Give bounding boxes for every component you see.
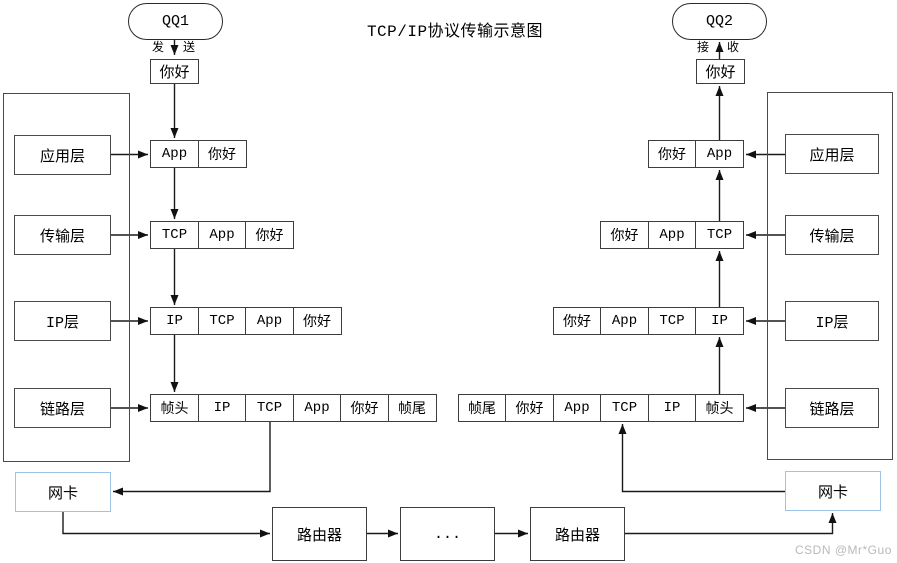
packet-cell: 帧头 bbox=[695, 394, 744, 422]
nic-left: 网卡 bbox=[15, 472, 111, 512]
router-2: 路由器 bbox=[530, 507, 625, 561]
packet-cell: TCP bbox=[600, 394, 649, 422]
packet-row-left-ip: IP TCP App 你好 bbox=[150, 307, 342, 335]
packet-cell: 你好 bbox=[600, 221, 649, 249]
packet-cell: App bbox=[245, 307, 294, 335]
host-frame-right bbox=[767, 92, 893, 460]
layer-transport-right: 传输层 bbox=[785, 215, 879, 255]
packet-cell: IP bbox=[647, 394, 697, 422]
packet-cell: 你好 bbox=[245, 221, 294, 249]
send-label-right: 送 bbox=[183, 41, 196, 55]
receive-label-left: 接 bbox=[697, 41, 710, 55]
packet-cell: 你好 bbox=[647, 140, 697, 168]
layer-link-left: 链路层 bbox=[14, 388, 111, 428]
packet-row-right-tcp: 你好 App TCP bbox=[600, 221, 744, 249]
packet-cell: TCP bbox=[245, 394, 294, 422]
endpoint-qq1: QQ1 bbox=[128, 3, 223, 40]
packet-cell: 你好 bbox=[197, 140, 247, 168]
packet-row-left-app: App 你好 bbox=[150, 140, 247, 168]
endpoint-qq2: QQ2 bbox=[672, 3, 767, 40]
host-frame-left bbox=[3, 93, 130, 462]
packet-row-right-ip: 你好 App TCP IP bbox=[552, 307, 744, 335]
packet-cell: App bbox=[600, 307, 649, 335]
packet-cell: 帧头 bbox=[150, 394, 199, 422]
layer-ip-right: IP层 bbox=[785, 301, 879, 341]
nic-right: 网卡 bbox=[785, 471, 881, 511]
packet-cell: TCP bbox=[695, 221, 744, 249]
diagram-title: TCP/IP协议传输示意图 bbox=[366, 23, 544, 41]
packet-cell: TCP bbox=[197, 307, 247, 335]
packet-cell: App bbox=[292, 394, 342, 422]
packet-cell: IP bbox=[197, 394, 247, 422]
packet-row-right-frame: 帧尾 你好 App TCP IP 帧头 bbox=[457, 394, 744, 422]
router-ellipsis: ... bbox=[400, 507, 495, 561]
layer-application-left: 应用层 bbox=[14, 135, 111, 175]
packet-cell: IP bbox=[150, 307, 199, 335]
packet-cell: 你好 bbox=[340, 394, 389, 422]
layer-link-right: 链路层 bbox=[785, 388, 879, 428]
packet-cell: App bbox=[552, 394, 602, 422]
watermark: CSDN @Mr*Guo bbox=[795, 543, 892, 557]
layer-application-right: 应用层 bbox=[785, 134, 879, 174]
packet-row-left-frame: 帧头 IP TCP App 你好 帧尾 bbox=[150, 394, 437, 422]
packet-cell: 帧尾 bbox=[387, 394, 437, 422]
packet-cell: App bbox=[197, 221, 247, 249]
receive-label-right: 收 bbox=[727, 41, 740, 55]
packet-cell: 你好 bbox=[292, 307, 342, 335]
packet-cell: IP bbox=[695, 307, 744, 335]
packet-cell: 你好 bbox=[505, 394, 554, 422]
message-box-receiver: 你好 bbox=[696, 59, 745, 84]
packet-row-left-tcp: TCP App 你好 bbox=[150, 221, 294, 249]
packet-row-right-app: 你好 App bbox=[647, 140, 744, 168]
packet-cell: 帧尾 bbox=[457, 394, 507, 422]
packet-cell: 你好 bbox=[552, 307, 602, 335]
layer-ip-left: IP层 bbox=[14, 301, 111, 341]
packet-cell: TCP bbox=[647, 307, 697, 335]
packet-cell: App bbox=[647, 221, 697, 249]
packet-cell: TCP bbox=[150, 221, 199, 249]
packet-cell: App bbox=[150, 140, 199, 168]
send-label-left: 发 bbox=[152, 41, 165, 55]
packet-cell: App bbox=[695, 140, 744, 168]
router-1: 路由器 bbox=[272, 507, 367, 561]
message-box-sender: 你好 bbox=[150, 59, 199, 84]
layer-transport-left: 传输层 bbox=[14, 215, 111, 255]
